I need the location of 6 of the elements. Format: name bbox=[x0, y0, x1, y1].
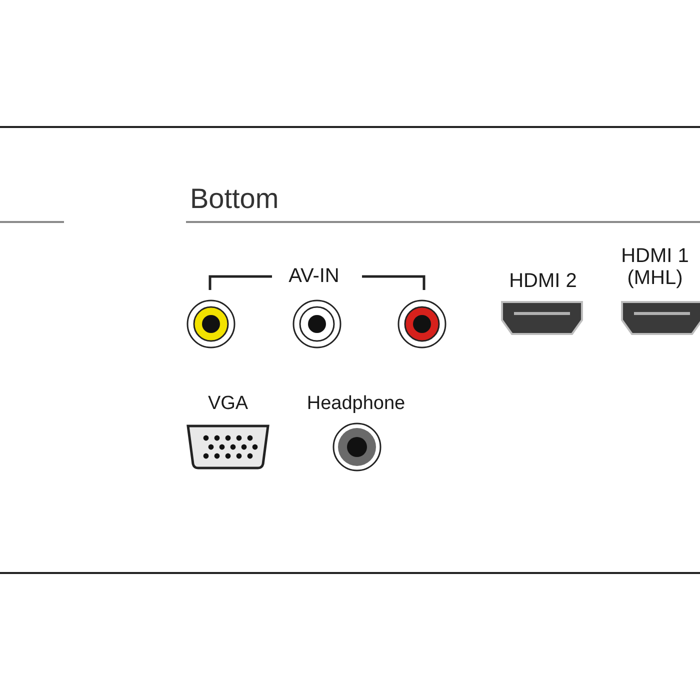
port-label: HDMI 1 (MHL) bbox=[620, 245, 690, 289]
port-label: Headphone bbox=[306, 394, 406, 415]
port-label: VGA bbox=[208, 394, 248, 415]
group-label: AV-IN bbox=[288, 265, 340, 287]
section-heading: Bottom bbox=[190, 184, 279, 215]
port-label: HDMI 2 bbox=[509, 270, 577, 292]
